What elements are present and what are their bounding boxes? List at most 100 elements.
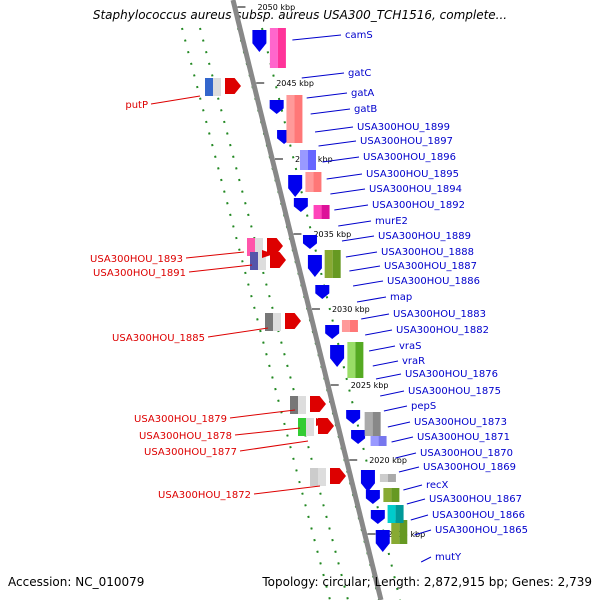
label-leader-line xyxy=(253,485,321,495)
forward-gene-arrow xyxy=(316,418,328,426)
gene-label-left: USA300HOU_1893 xyxy=(90,254,183,265)
label-leader-line xyxy=(406,498,426,505)
left-gene-track xyxy=(290,396,298,414)
gene-label-right: mutY xyxy=(435,552,462,563)
gene-track xyxy=(387,505,396,523)
gene-label-right: map xyxy=(390,292,412,303)
label-leader-line xyxy=(398,466,420,473)
gene-track xyxy=(391,520,400,544)
gene-track xyxy=(286,95,295,143)
reverse-gene-arrow xyxy=(307,255,322,277)
gene-track xyxy=(349,320,358,332)
tick-label: 2050 kbp xyxy=(257,3,295,12)
gene-track xyxy=(277,28,286,68)
tick-label: 2030 kbp xyxy=(332,305,370,314)
gene-label-right: USA300HOU_1896 xyxy=(363,152,456,163)
label-leader-line xyxy=(349,265,381,272)
left-gene-track xyxy=(318,468,326,486)
label-leader-line xyxy=(229,409,296,419)
gene-track xyxy=(305,172,314,192)
label-leader-line xyxy=(387,421,411,428)
label-leader-line xyxy=(315,126,354,133)
gene-label-right: USA300HOU_1897 xyxy=(360,136,453,147)
gene-track xyxy=(387,474,396,482)
label-leader-line xyxy=(326,173,363,180)
reverse-gene-arrow xyxy=(375,530,390,552)
label-leader-line xyxy=(391,436,414,443)
label-leader-line xyxy=(414,529,432,536)
gene-label-right: gatA xyxy=(351,88,374,99)
gene-label-right: USA300HOU_1892 xyxy=(372,200,465,211)
backbone-line xyxy=(230,0,384,600)
gene-track xyxy=(332,250,341,278)
tick-label: 2025 kbp xyxy=(351,381,389,390)
gene-track xyxy=(372,412,381,436)
gene-label-right: camS xyxy=(345,30,373,41)
gene-track xyxy=(321,205,330,219)
gene-track xyxy=(313,172,322,192)
tick-label: 2045 kbp xyxy=(276,79,314,88)
gene-label-right: recX xyxy=(426,480,449,491)
forward-gene-arrow xyxy=(262,250,274,258)
gene-track xyxy=(341,320,350,332)
label-leader-line xyxy=(334,204,369,211)
label-leader-line xyxy=(185,251,245,259)
gene-track xyxy=(313,205,322,219)
reverse-gene-arrow xyxy=(365,490,380,504)
forward-gene-arrow xyxy=(225,78,241,94)
gene-track xyxy=(395,505,404,523)
label-leader-line xyxy=(318,140,357,147)
label-leader-line xyxy=(375,373,402,380)
left-gene-track xyxy=(258,252,266,270)
gene-label-right: pepS xyxy=(411,401,436,412)
label-leader-line xyxy=(234,427,301,436)
reverse-gene-arrow xyxy=(252,30,267,52)
gene-label-right: vraR xyxy=(402,356,425,367)
label-leader-line xyxy=(356,296,387,303)
gene-track xyxy=(399,520,408,544)
guide-line-1 xyxy=(199,27,349,600)
label-leader-line xyxy=(410,514,429,521)
gene-track xyxy=(300,150,309,170)
label-leader-line xyxy=(380,390,405,397)
gene-label-left: USA300HOU_1872 xyxy=(158,490,251,501)
gene-label-right: USA300HOU_1875 xyxy=(408,386,501,397)
forward-gene-arrow xyxy=(267,238,283,254)
left-gene-track xyxy=(265,313,273,331)
genome-summary: Topology: circular; Length: 2,872,915 bp… xyxy=(262,575,592,589)
reverse-gene-arrow xyxy=(330,345,345,367)
left-gene-track xyxy=(298,396,306,414)
label-leader-line xyxy=(207,327,269,338)
gene-label-right: USA300HOU_1899 xyxy=(357,122,450,133)
gene-track xyxy=(355,342,364,378)
gene-label-right: USA300HOU_1895 xyxy=(366,169,459,180)
label-leader-line xyxy=(345,251,378,258)
left-gene-track xyxy=(255,238,263,256)
gene-label-right: gatC xyxy=(348,68,371,79)
gene-track xyxy=(294,95,303,143)
gene-label-left: USA300HOU_1878 xyxy=(139,431,232,442)
label-leader-line xyxy=(403,484,423,491)
gene-label-right: murE2 xyxy=(375,216,408,227)
label-leader-line xyxy=(330,188,366,195)
label-leader-line xyxy=(338,220,372,227)
gene-track xyxy=(347,342,356,378)
gene-label-right: USA300HOU_1887 xyxy=(384,261,477,272)
map-title: Staphylococcus aureus subsp. aureus USA3… xyxy=(92,8,508,22)
label-leader-line xyxy=(420,556,432,563)
gene-label-left: USA300HOU_1879 xyxy=(134,414,227,425)
label-leader-line xyxy=(310,108,351,115)
left-gene-track xyxy=(250,252,258,270)
label-leader-line xyxy=(150,95,201,105)
left-gene-track xyxy=(247,238,255,256)
tick-label: 2035 kbp xyxy=(313,230,351,239)
gene-label-right: USA300HOU_1894 xyxy=(369,184,462,195)
reverse-gene-arrow xyxy=(346,410,361,424)
reverse-gene-arrow xyxy=(315,285,330,299)
gene-track xyxy=(383,488,392,502)
reverse-gene-arrow xyxy=(360,470,375,492)
label-leader-line xyxy=(306,92,348,99)
gene-label-right: USA300HOU_1886 xyxy=(387,276,480,287)
gene-label-left: USA300HOU_1891 xyxy=(93,268,186,279)
